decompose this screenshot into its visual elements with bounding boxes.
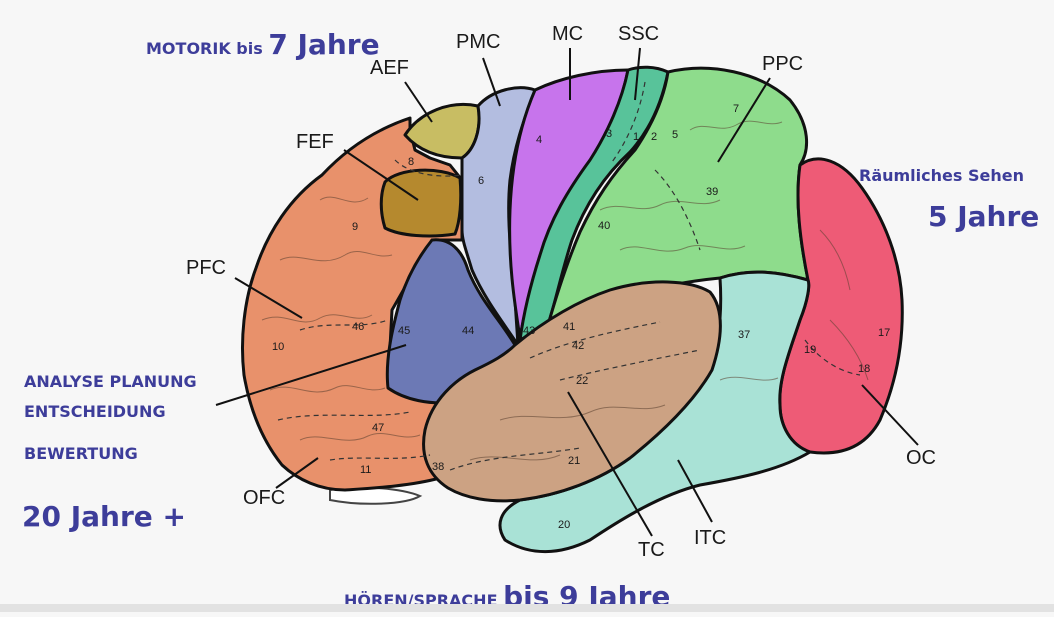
area-number: 43 <box>523 325 535 337</box>
area-number: 44 <box>462 325 474 337</box>
area-number: 9 <box>352 221 358 233</box>
region-fef <box>381 170 461 236</box>
area-number: 7 <box>733 103 739 115</box>
area-number: 17 <box>878 327 890 339</box>
region-label-ofc: OFC <box>243 487 285 509</box>
area-number: 40 <box>598 220 610 232</box>
area-number: 6 <box>478 175 484 187</box>
region-label-itc: ITC <box>694 527 726 549</box>
area-number: 42 <box>572 340 584 352</box>
region-label-fef: FEF <box>296 131 334 153</box>
area-number: 19 <box>804 344 816 356</box>
region-label-pfc: PFC <box>186 257 226 279</box>
area-number: 21 <box>568 455 580 467</box>
area-number: 10 <box>272 341 284 353</box>
analyse-line2: ENTSCHEIDUNG <box>24 402 166 421</box>
raeumliches-age: 5 Jahre <box>928 200 1039 233</box>
area-number: 47 <box>372 422 384 434</box>
area-number: 41 <box>563 321 575 333</box>
motorik-age: 7 Jahre <box>268 28 379 61</box>
area-number: 3 <box>606 128 612 140</box>
area-number: 4 <box>536 134 542 146</box>
area-number: 20 <box>558 519 570 531</box>
region-label-pmc: PMC <box>456 31 500 53</box>
area-number: 5 <box>672 129 678 141</box>
area-number: 39 <box>706 186 718 198</box>
motorik-caption: MOTORIK bis 7 Jahre <box>146 28 380 61</box>
region-label-mc: MC <box>552 23 583 45</box>
area-number: 11 <box>360 464 371 476</box>
area-number: 18 <box>858 363 870 375</box>
area-number: 2 <box>651 131 657 143</box>
region-label-ppc: PPC <box>762 53 803 75</box>
area-number: 46 <box>352 321 364 333</box>
analyse-line1: ANALYSE PLANUNG <box>24 372 197 391</box>
raeumliches-label: Räumliches Sehen <box>859 166 1024 185</box>
area-number: 8 <box>408 156 414 168</box>
bottom-strip <box>0 604 1054 612</box>
area-number: 45 <box>398 325 410 337</box>
area-number: 22 <box>576 375 588 387</box>
area-number: 37 <box>738 329 750 341</box>
region-label-ssc: SSC <box>618 23 659 45</box>
region-label-tc: TC <box>638 539 665 561</box>
bewertung-label: BEWERTUNG <box>24 444 138 463</box>
motorik-prefix: MOTORIK bis <box>146 39 263 58</box>
region-label-oc: OC <box>906 447 936 469</box>
area-number: 38 <box>432 461 444 473</box>
area-number: 1 <box>633 131 639 143</box>
analyse-age: 20 Jahre + <box>22 500 186 533</box>
